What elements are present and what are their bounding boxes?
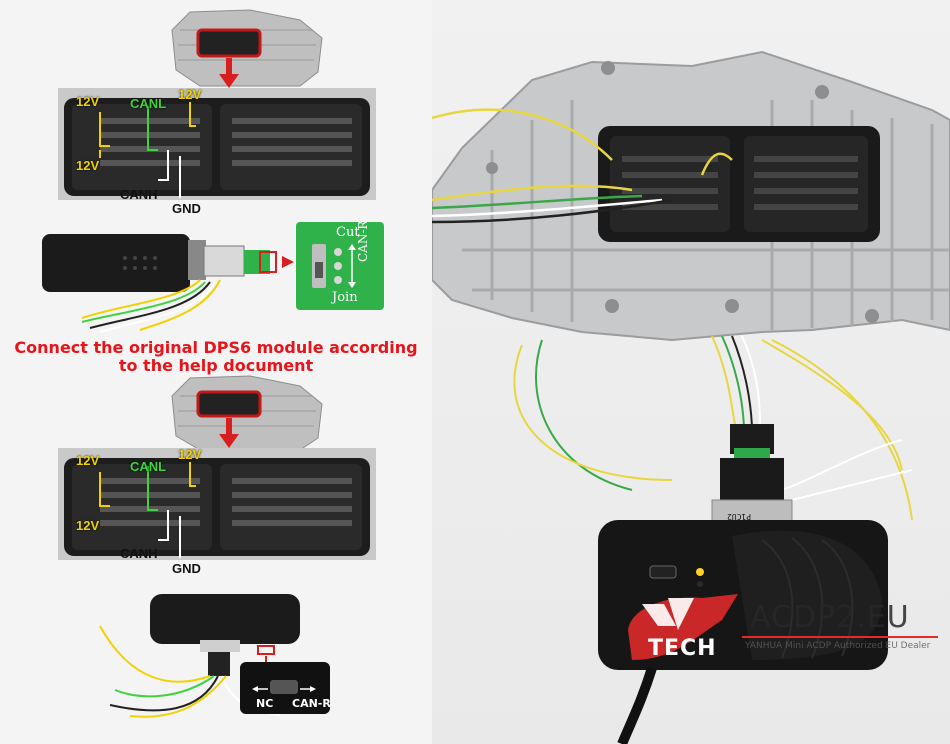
arrow-down-icon (219, 58, 239, 88)
acdp-device-image (99, 594, 330, 718)
connector-closeup-2 (58, 448, 376, 560)
label-gnd-2: GND (172, 561, 201, 576)
connector-closeup-1 (58, 88, 376, 200)
label-12v-top-right-2: 12V (178, 447, 202, 462)
switch-label-nc: NC (256, 697, 274, 710)
label-12v-bottom: 12V (76, 158, 100, 173)
watermark-tagline: YANHUA Mini ACDP Authorized EU Dealer (745, 641, 931, 651)
label-gnd: GND (172, 201, 201, 216)
label-12v-bottom-2: 12V (76, 518, 100, 533)
housing-thumbnail-2 (171, 375, 323, 451)
card-label-can-r: CAN-R (356, 220, 370, 262)
instruction-line-1: Connect the original DPS6 module accordi… (14, 338, 418, 357)
label-canl-2: CANL (130, 459, 167, 474)
adapter-plate-code: P1CU2 (727, 512, 752, 521)
instruction-line-2: to the help document (118, 356, 314, 375)
obd-cable-adapter (42, 222, 384, 333)
card-label-cut: Cut (336, 225, 360, 240)
gearbox-photo (432, 50, 950, 744)
left-illustrations (42, 9, 384, 718)
switch-label-can-r: CAN-R (292, 697, 331, 710)
label-12v-top-left: 12V (76, 94, 100, 109)
watermark-underline (742, 636, 938, 638)
watermark-tech-logo: TECH (648, 636, 717, 661)
label-canl: CANL (130, 96, 167, 111)
label-12v-top-left-2: 12V (76, 453, 100, 468)
label-canh-2: CANH (120, 546, 158, 561)
photo-panel: P1CU2 (432, 0, 950, 744)
watermark-brand: ACDP2.EU (750, 600, 910, 635)
label-12v-top-right: 12V (178, 87, 202, 102)
left-instruction-panel: 12V CANL 12V 12V CANH GND Cut Join CAN-R… (0, 0, 432, 744)
label-canh: CANH (120, 187, 158, 202)
housing-thumbnail-1 (171, 9, 323, 87)
card-label-join: Join (332, 290, 358, 305)
